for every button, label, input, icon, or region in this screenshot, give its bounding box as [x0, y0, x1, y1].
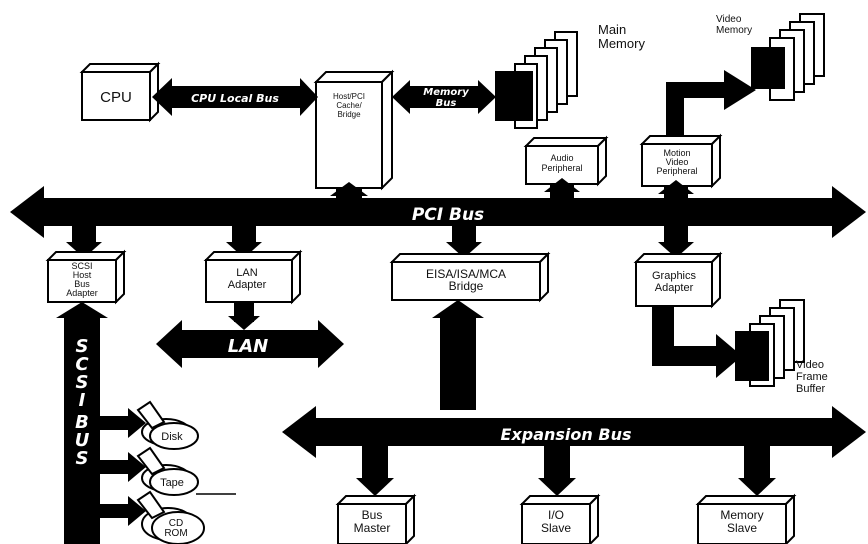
frame-buffer-connector — [652, 306, 742, 378]
expansion-bus: Expansion Bus — [282, 406, 866, 458]
lan-bus: LAN — [156, 320, 344, 368]
lan-connector — [228, 302, 260, 330]
scsi-branches — [100, 408, 146, 526]
pci-bus-label: PCI Bus — [412, 205, 484, 225]
video-memory-stack — [751, 13, 825, 101]
tape-label: Tape — [160, 477, 184, 489]
expansion-bus-label: Expansion Bus — [501, 425, 632, 444]
cpu-label: CPU — [100, 89, 132, 106]
cpu-box: CPU — [79, 61, 161, 123]
eisa-connector — [432, 300, 484, 410]
tape-device: Tape — [136, 446, 236, 496]
pci-lower-connectors — [66, 226, 694, 258]
disk-label: Disk — [161, 431, 183, 443]
cpu-local-bus: CPU Local Bus — [152, 78, 318, 116]
lan-bus-label: LAN — [228, 336, 268, 357]
frame-buffer-stack — [735, 299, 805, 387]
pci-bus: PCI Bus — [10, 186, 866, 238]
cpu-local-bus-label: CPU Local Bus — [191, 92, 279, 105]
video-memory-connector — [666, 70, 756, 136]
expansion-connectors — [356, 446, 776, 496]
main-memory-stack — [495, 31, 578, 129]
disk-device: Disk — [136, 400, 199, 450]
